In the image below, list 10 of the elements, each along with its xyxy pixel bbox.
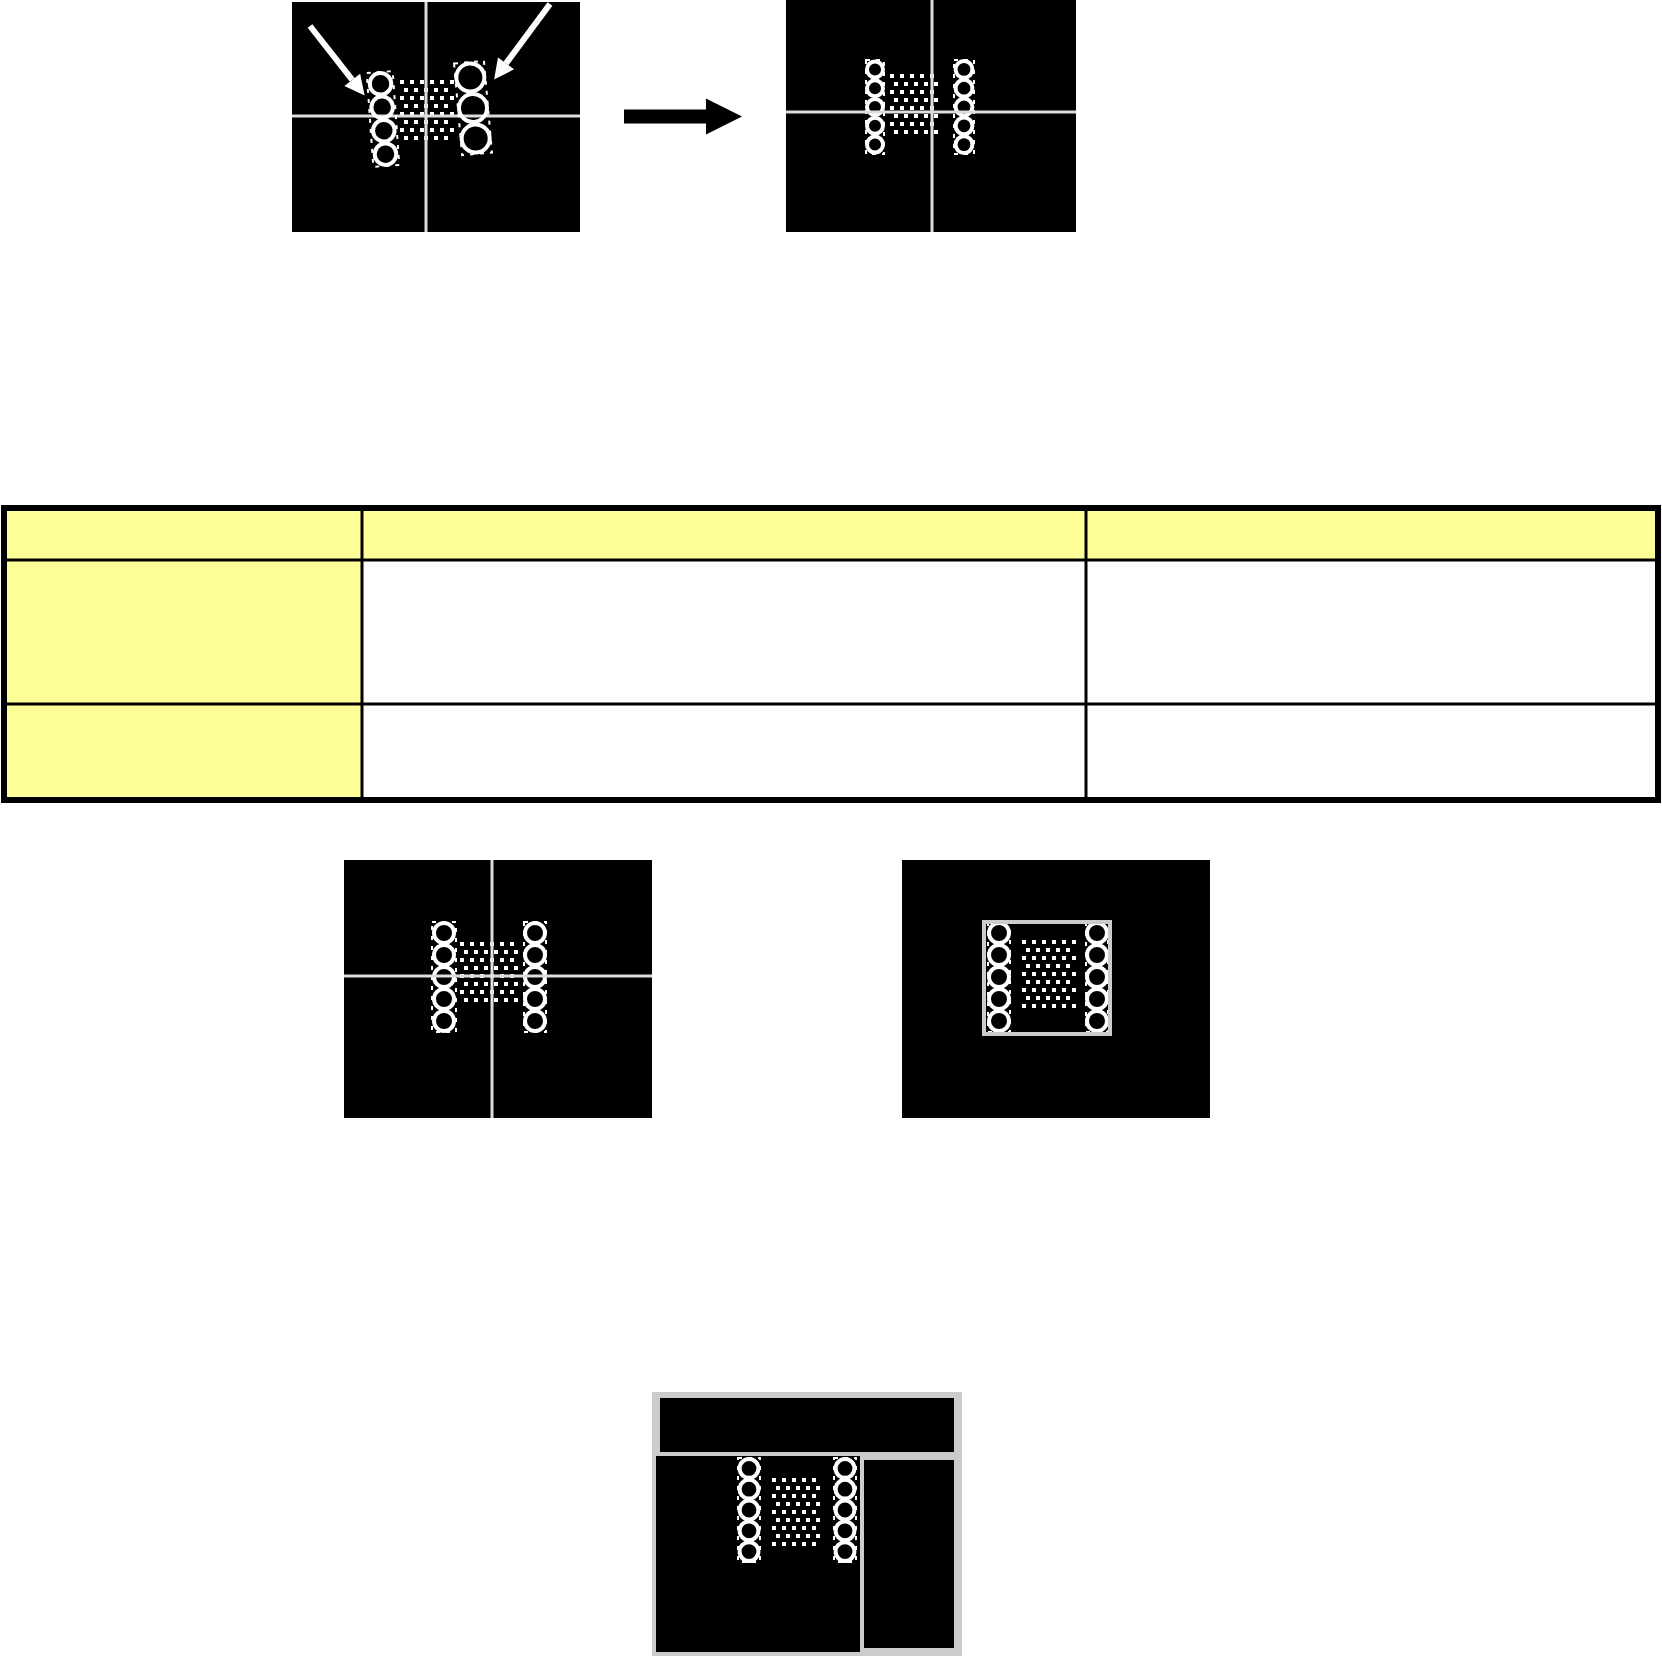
arrow bbox=[623, 98, 742, 135]
picture bbox=[902, 860, 1210, 1118]
particle-column bbox=[364, 69, 402, 169]
picture bbox=[292, 2, 580, 232]
picture bbox=[344, 860, 652, 1118]
picture bbox=[652, 1392, 962, 1656]
arrow bbox=[307, 24, 365, 96]
particle-column bbox=[451, 58, 495, 158]
picture bbox=[786, 0, 1076, 232]
arrow bbox=[494, 2, 553, 80]
